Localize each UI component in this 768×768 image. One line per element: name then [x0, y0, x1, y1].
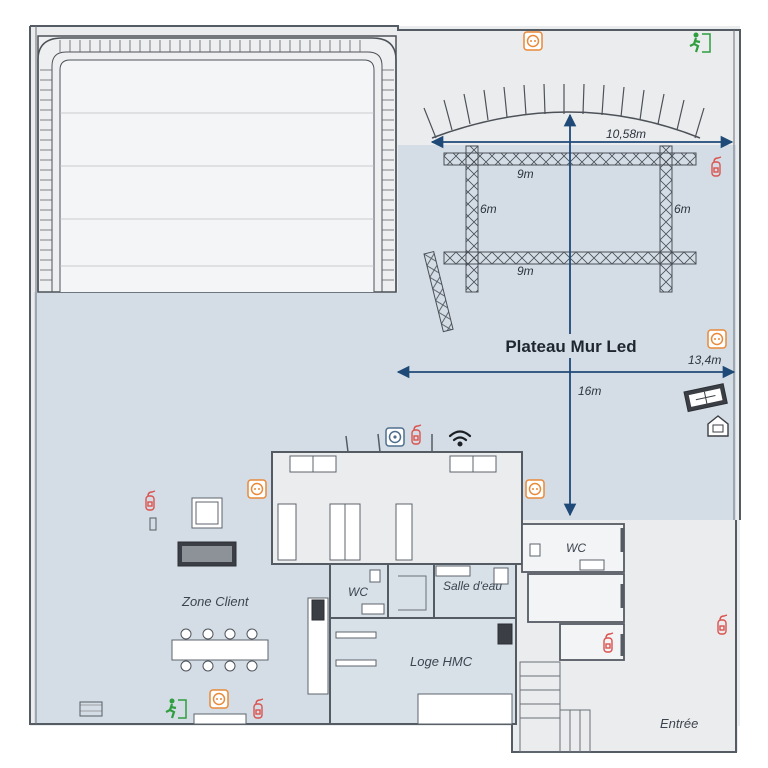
- exit-icon: [165, 698, 187, 719]
- dimension-truss-top: 9m: [517, 167, 534, 181]
- room-label-salle-deau: Salle d'eau: [443, 579, 502, 593]
- room-label-loge: Loge HMC: [410, 654, 473, 669]
- exit-icon: [689, 32, 711, 53]
- right-rooms: [519, 523, 625, 753]
- wifi-icon: [448, 430, 472, 447]
- fire-extinguisher-icon: [711, 156, 722, 177]
- fire-extinguisher-icon: [253, 698, 264, 719]
- room-label-wc-center: WC: [348, 585, 368, 599]
- dimension-width: 16m: [578, 384, 601, 398]
- power-outlet-icon: [707, 329, 727, 349]
- dimension-curve-width: 10,58m: [606, 127, 646, 141]
- led-wall-arc: [423, 83, 705, 139]
- cyclorama-studio: [37, 35, 397, 293]
- title-background: [490, 334, 652, 358]
- central-room: [271, 433, 523, 565]
- room-label-entree: Entrée: [660, 716, 698, 731]
- power-outlet-icon: [523, 31, 543, 51]
- client-zone-furniture: [79, 497, 269, 725]
- dimension-truss-bottom: 9m: [517, 264, 534, 278]
- fire-extinguisher-icon: [603, 632, 614, 653]
- fire-extinguisher-icon: [411, 424, 422, 445]
- backstage-rooms: [307, 563, 517, 725]
- power-outlet-icon: [385, 427, 405, 447]
- fire-extinguisher-icon: [145, 490, 156, 511]
- dimension-truss-left: 6m: [480, 202, 497, 216]
- plan-title: Plateau Mur Led: [505, 337, 636, 356]
- room-label-wc-right: WC: [566, 541, 586, 555]
- dimension-truss-right: 6m: [674, 202, 691, 216]
- dimension-lines: [396, 113, 736, 517]
- power-outlet-icon: [209, 689, 229, 709]
- dimension-depth: 13,4m: [688, 353, 721, 367]
- power-outlet-icon: [525, 479, 545, 499]
- network-socket-icon: [707, 415, 729, 437]
- room-label-zone-client: Zone Client: [181, 594, 250, 609]
- power-outlet-icon: [247, 479, 267, 499]
- fire-extinguisher-icon: [717, 614, 728, 635]
- projector-icon: [683, 383, 728, 413]
